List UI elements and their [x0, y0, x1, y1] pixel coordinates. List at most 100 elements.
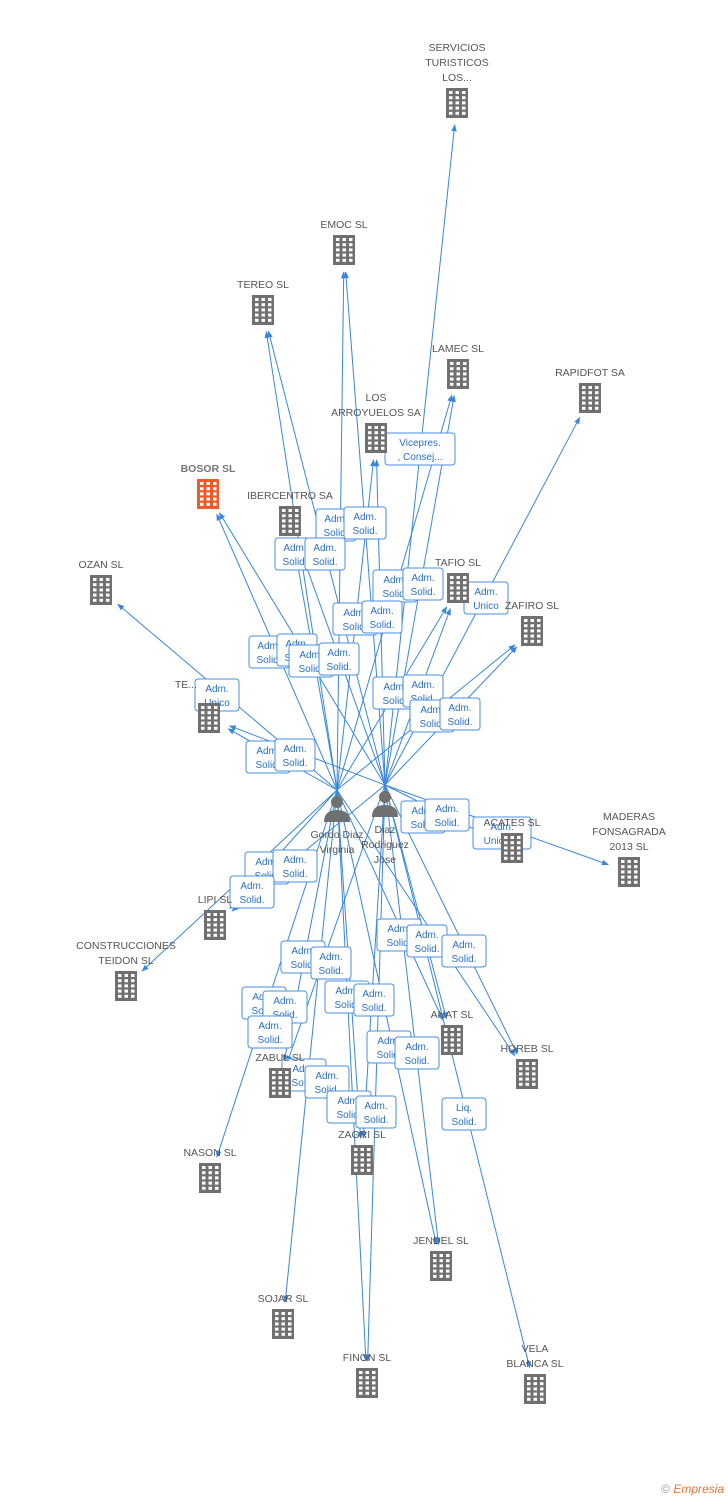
company-node-construcciones[interactable]: CONSTRUCCIONES TEIDON SL — [76, 940, 176, 1001]
company-node-jendel[interactable]: JENDEL SL — [413, 1235, 469, 1281]
company-node-lamec[interactable]: LAMEC SL — [432, 343, 484, 389]
role-badge-text: Adm. — [474, 587, 497, 598]
role-badge[interactable]: Vicepres., Consej... — [384, 432, 456, 466]
role-badge[interactable]: Adm.Solid. — [274, 738, 316, 772]
role-badge[interactable]: Adm.Solid. — [304, 1065, 350, 1099]
building-window — [282, 524, 286, 528]
person-head — [379, 791, 391, 803]
building-window — [336, 243, 340, 247]
company-node-zagri[interactable]: ZAGRI SL — [338, 1129, 386, 1175]
role-badge-text: Adm. — [490, 822, 513, 833]
role-badge-text: Adm. — [291, 946, 314, 957]
building-window — [282, 509, 286, 512]
role-badge[interactable]: Adm.Solid. — [272, 849, 318, 883]
role-badge-text: , Consej... — [397, 452, 442, 463]
company-node-horeb[interactable]: HOREB SL — [500, 1043, 554, 1089]
building-window — [540, 1377, 544, 1380]
company-node-acates[interactable]: ACATES SL — [484, 817, 541, 863]
role-badge-text: Solid. — [323, 528, 348, 539]
role-badge[interactable]: Adm.Solid. — [406, 924, 448, 958]
company-node-te[interactable]: TE... — [175, 679, 220, 733]
building-window — [433, 1264, 437, 1268]
building-window — [354, 1148, 358, 1151]
role-badge[interactable]: Adm.Solid. — [353, 983, 395, 1017]
building-window — [354, 1158, 358, 1162]
role-badge[interactable]: Adm.Solid. — [304, 537, 346, 571]
company-node-rapidfot[interactable]: RAPIDFOT SA — [555, 367, 625, 413]
building-window — [439, 1269, 443, 1273]
company-node-lipi[interactable]: LIPI SL — [198, 894, 233, 940]
edge-p2-finon — [365, 784, 386, 1362]
company-node-ibercentro[interactable]: IBERCENTRO SA — [247, 490, 333, 536]
brand-name: Empresia — [673, 1482, 724, 1496]
company-node-ozan[interactable]: OZAN SL — [79, 559, 124, 605]
role-badge-text: Solid. — [282, 758, 307, 769]
building-window — [517, 836, 521, 839]
company-node-finon[interactable]: FINON SL — [343, 1352, 392, 1398]
building-window — [106, 588, 110, 592]
building-window — [275, 1322, 279, 1326]
company-node-zafiro[interactable]: ZAFIRO SL — [505, 600, 559, 646]
building-window — [220, 933, 224, 937]
role-badge[interactable]: Adm.Solid. — [361, 600, 403, 634]
building-window — [527, 1392, 531, 1396]
building-window — [525, 1077, 529, 1081]
building-window — [354, 1168, 358, 1172]
building-window — [288, 1322, 292, 1326]
company-label: HOREB SL — [500, 1043, 553, 1055]
role-badge[interactable]: Liq.Solid. — [441, 1097, 487, 1131]
company-node-emoc[interactable]: EMOC SL — [320, 219, 368, 265]
building-window — [131, 994, 135, 998]
company-node-servicios[interactable]: SERVICIOSTURISTICOSLOS... — [425, 42, 489, 118]
building-window — [457, 1038, 461, 1042]
role-badge[interactable]: Adm.Solid. — [318, 642, 360, 676]
footer-brand[interactable]: © Empresia — [661, 1482, 724, 1496]
building-window — [456, 362, 460, 365]
building-window — [215, 1176, 219, 1180]
role-badge[interactable]: Adm.Solid. — [439, 697, 481, 731]
building-window — [349, 253, 353, 257]
company-node-anat[interactable]: ANAT SL — [431, 1009, 474, 1055]
building-window — [268, 313, 272, 317]
role-badge-box — [424, 798, 470, 832]
role-badge[interactable]: Adm.Solid. — [229, 875, 275, 909]
building-window — [537, 634, 541, 638]
company-node-zabul[interactable]: ZABUL SL — [255, 1052, 305, 1098]
building-window — [582, 406, 586, 410]
company-node-tafio[interactable]: TAFIO SL — [435, 557, 481, 603]
role-badge[interactable]: Adm.Solid. — [394, 1036, 440, 1070]
building-window — [462, 96, 466, 100]
building-window — [450, 362, 454, 365]
role-badge[interactable]: Adm.Solid. — [402, 567, 444, 601]
building-window — [214, 711, 218, 715]
company-label: CONSTRUCCIONES — [76, 940, 176, 952]
building-window — [374, 431, 378, 435]
building-window — [621, 880, 625, 884]
building-window — [456, 382, 460, 386]
company-label: TEIDON SL — [98, 955, 154, 967]
building-window — [532, 1067, 536, 1071]
role-badge[interactable]: Adm.Solid. — [355, 1095, 397, 1129]
building-window — [342, 248, 346, 252]
role-badge-text: Solid. — [369, 620, 394, 631]
company-node-nason[interactable]: NASON SL — [183, 1147, 237, 1193]
company-node-tereo[interactable]: TEREO SL — [237, 279, 289, 325]
role-badge[interactable]: Adm.Unico — [463, 581, 509, 615]
company-node-bosor[interactable]: BOSOR SL — [181, 463, 236, 509]
building-window — [540, 1387, 544, 1391]
role-badge[interactable]: Adm.Solid. — [247, 1015, 293, 1049]
role-badge[interactable]: Adm.Solid. — [343, 506, 387, 540]
company-node-sojar[interactable]: SOJAR SL — [258, 1293, 309, 1339]
role-badge[interactable]: Adm.Solid. — [441, 934, 487, 968]
building-window — [367, 1148, 371, 1151]
building-window — [367, 1153, 371, 1157]
role-badge[interactable]: Adm.Solid. — [424, 798, 470, 832]
role-badge[interactable]: Adm.Solid. — [310, 946, 352, 980]
building-window — [456, 586, 460, 590]
